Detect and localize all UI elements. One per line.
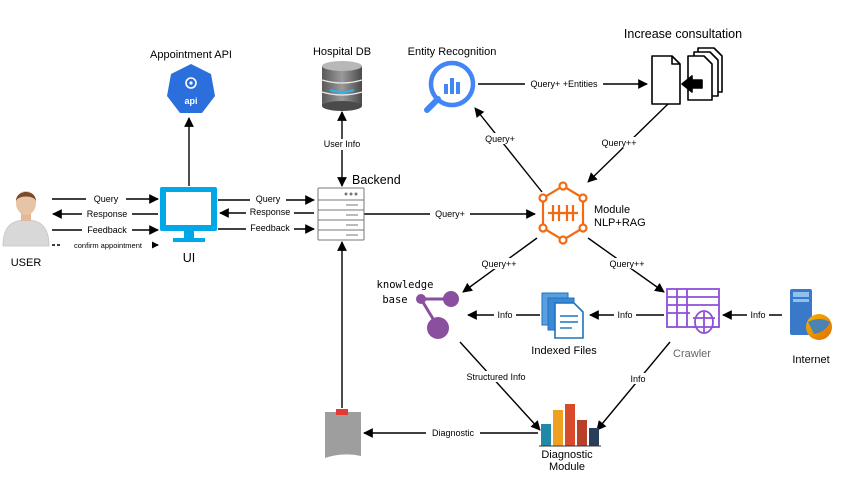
label-user-response: Response	[87, 209, 128, 219]
magnifier-icon	[424, 60, 476, 113]
monitor-icon	[160, 187, 217, 242]
edges	[52, 79, 782, 438]
kb-label-line1: knowledge	[377, 279, 434, 291]
bar-chart-icon	[539, 404, 601, 447]
api-hexagon-icon: api	[167, 64, 215, 113]
appointment-api-node: Appointment API api	[150, 49, 232, 113]
crawler-label: Crawler	[673, 348, 711, 360]
knowledge-graph-icon	[416, 291, 459, 339]
report-document-icon	[325, 409, 361, 458]
kb-label-line2: base	[382, 294, 407, 306]
label-ui-query: Query	[256, 194, 281, 204]
label-internet-crawler: Info	[750, 310, 765, 320]
ui-label: UI	[183, 251, 196, 265]
internet-node: Internet	[790, 289, 832, 366]
hospital-db-label: Hospital DB	[313, 46, 371, 58]
module-label-line1: Module	[594, 204, 630, 216]
user-node: USER	[2, 191, 50, 269]
label-ui-feedback: Feedback	[250, 223, 290, 233]
label-entity-consult: Query+ +Entities	[530, 79, 598, 89]
backend-node: Backend	[317, 173, 401, 241]
diagnostic-label-line2: Module	[549, 461, 585, 473]
label-crawler-files: Info	[617, 310, 632, 320]
api-badge-text: api	[184, 96, 197, 106]
label-module-entity: Query+	[485, 134, 515, 144]
indexed-files-label: Indexed Files	[531, 345, 597, 357]
diagnostic-module-node: Diagnostic Module	[539, 404, 601, 473]
internet-server-icon	[790, 289, 832, 340]
edge-module-entity	[474, 107, 543, 193]
database-icon	[321, 61, 363, 111]
hospital-db-node: Hospital DB	[313, 46, 371, 111]
server-icon	[317, 187, 365, 241]
crawler-bug-icon	[666, 288, 720, 334]
entity-recognition-label: Entity Recognition	[408, 46, 497, 58]
knowledge-base-node: knowledge base	[377, 279, 459, 339]
entity-recognition-node: Entity Recognition	[408, 46, 497, 113]
indexed-files-node: Indexed Files	[531, 292, 597, 357]
crawler-node: Crawler	[666, 288, 720, 360]
label-kb-diag: Structured Info	[466, 372, 525, 382]
increase-consultation-label: Increase consultation	[624, 27, 742, 41]
label-consult-module: Query++	[601, 138, 636, 148]
label-module-crawler: Query++	[609, 259, 644, 269]
label-files-kb: Info	[497, 310, 512, 320]
label-user-query: Query	[94, 194, 119, 204]
label-module-kb: Query++	[481, 259, 516, 269]
appointment-api-label: Appointment API	[150, 49, 232, 61]
files-icon	[541, 292, 584, 339]
edge-crawler-diag	[596, 341, 671, 431]
label-ui-response: Response	[250, 207, 291, 217]
diagnostic-document-node	[325, 409, 361, 458]
label-backend-query: Query+	[435, 209, 465, 219]
backend-label: Backend	[352, 173, 401, 187]
label-user-info: User Info	[324, 139, 361, 149]
edge-labels: Query Response Feedback confirm appointm…	[62, 78, 769, 438]
increase-consultation-node: Increase consultation	[624, 27, 742, 105]
user-label: USER	[11, 257, 42, 269]
label-confirm-appointment: confirm appointment	[74, 241, 143, 250]
module-nlp-rag-node: Module NLP+RAG	[538, 181, 646, 245]
label-user-feedback: Feedback	[87, 225, 127, 235]
user-avatar-icon	[2, 191, 50, 247]
module-label-line2: NLP+RAG	[594, 217, 646, 229]
label-diag-doc: Diagnostic	[432, 428, 475, 438]
diagnostic-label-line1: Diagnostic	[541, 449, 593, 461]
documents-icon	[651, 47, 723, 105]
label-crawler-diag: Info	[630, 374, 645, 384]
edge-kb-diag	[459, 341, 541, 431]
ui-node: UI	[160, 187, 217, 265]
internet-label: Internet	[792, 354, 829, 366]
nlp-module-icon	[538, 181, 588, 245]
